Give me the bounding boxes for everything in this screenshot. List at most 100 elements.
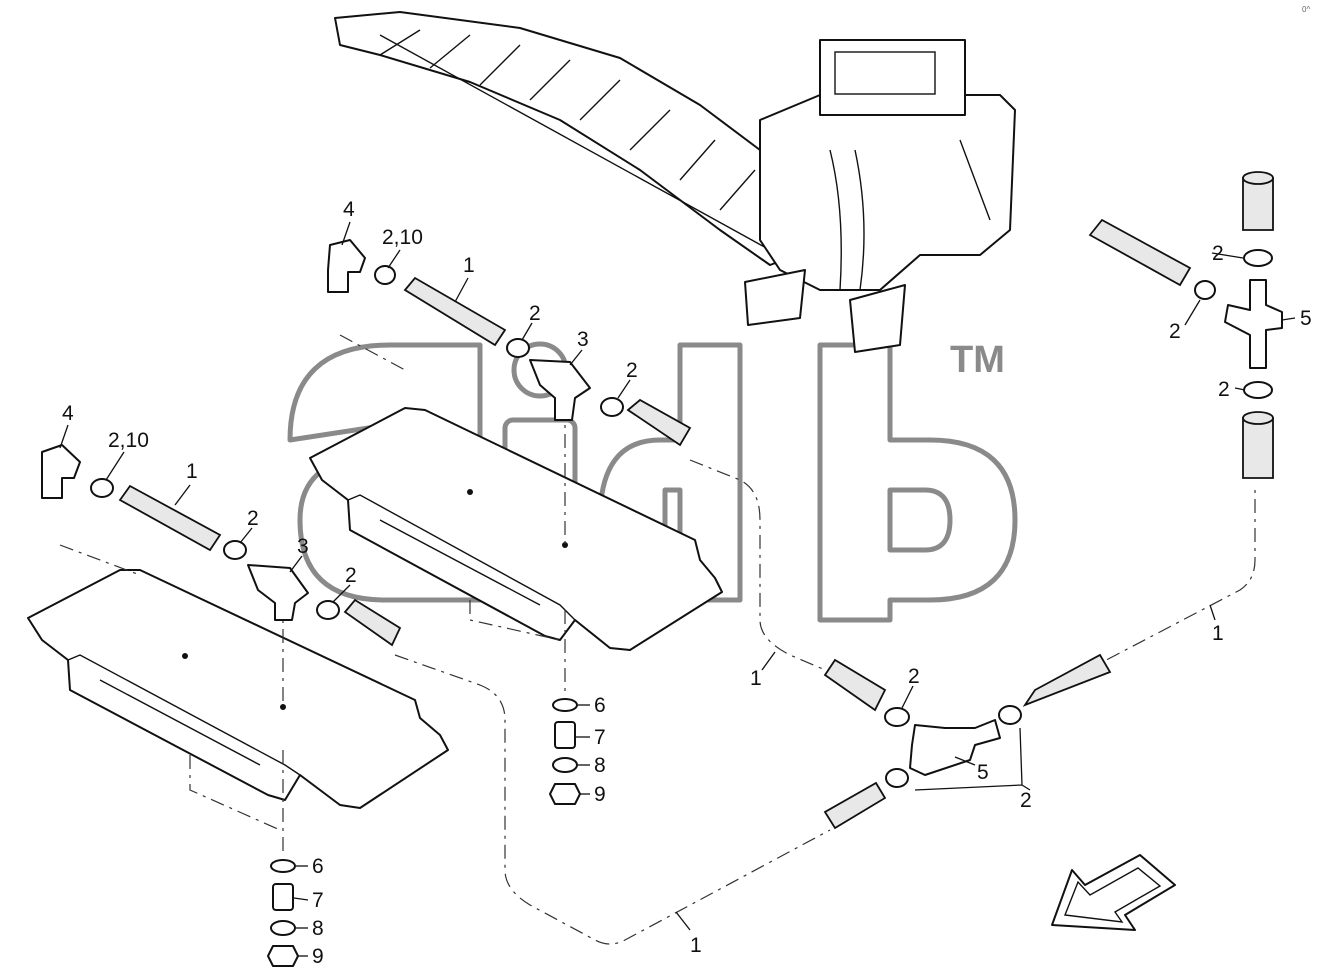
callout-upper-elbow-small: 3 — [577, 328, 589, 351]
nut-upper — [549, 783, 581, 805]
callout-bt-line-bottom: 1 — [690, 934, 702, 957]
tr-clamp-bottom — [1243, 381, 1273, 399]
hose-vertical-bottom — [1242, 417, 1274, 479]
callout-upper-hose: 1 — [463, 254, 475, 277]
watermark-trademark: TM — [950, 339, 1005, 381]
hose-upper — [403, 276, 507, 347]
leader-clamp-group — [914, 727, 1031, 791]
conveyor-truss — [379, 29, 771, 251]
callout-lower-hose: 1 — [186, 460, 198, 483]
washer-lower — [270, 859, 296, 873]
fitting-group-upper — [327, 239, 692, 447]
hose-tee-right — [1022, 653, 1112, 707]
direction-arrow-icon — [1051, 854, 1176, 931]
plate-lower-hole-2 — [280, 704, 286, 710]
nut-lower — [267, 945, 299, 967]
plate-upper-hole-1 — [467, 489, 473, 495]
track-front — [744, 269, 806, 326]
watermark-letter-p — [817, 342, 1018, 623]
callout-upper-clamp-a: 2 — [529, 302, 541, 325]
callout-hw-upper-bolt: 7 — [594, 726, 606, 749]
elbow-small-upper — [529, 359, 591, 421]
callout-lower-clamp-double: 2,10 — [108, 429, 149, 452]
elbow-fitting-lower — [41, 444, 81, 499]
milling-machine — [334, 11, 1016, 353]
callout-upper-clamp-double: 2,10 — [382, 226, 423, 249]
hose-lower-stub — [343, 598, 402, 647]
plate-lower-hole-1 — [182, 653, 188, 659]
hose-tee-left — [823, 658, 887, 712]
line-route-left-loop — [394, 654, 831, 945]
hose-vertical-top — [1242, 177, 1274, 231]
callout-tr-tee: 5 — [1300, 307, 1312, 330]
hardware-stack-upper — [549, 698, 581, 805]
cover-plate-upper-fold — [347, 494, 576, 621]
bolt-lower — [272, 883, 294, 911]
lock-washer-upper — [552, 757, 578, 773]
callout-bt-clamp-top: 2 — [908, 665, 920, 688]
fitting-group-lower — [41, 444, 402, 647]
callout-hw-upper-washer: 6 — [594, 694, 606, 717]
tr-clamp-left — [1194, 280, 1216, 300]
callout-hw-upper-nut: 9 — [594, 783, 606, 806]
cover-plate-upper-outline — [309, 407, 723, 651]
tee-fitting-bottom — [909, 719, 1001, 776]
hardware-stack-lower — [267, 859, 299, 967]
callout-hw-upper-lock: 8 — [594, 754, 606, 777]
callout-bt-tee: 5 — [977, 761, 989, 784]
tee-group-bottom — [823, 653, 1112, 830]
callout-lower-clamp-a: 2 — [247, 507, 259, 530]
elbow-fitting-upper — [327, 239, 366, 293]
tr-clamp-top — [1243, 249, 1273, 267]
callout-lower-clamp-b: 2 — [345, 564, 357, 587]
callout-hw-lower-nut: 9 — [312, 945, 324, 968]
clamp-upper-b — [600, 397, 624, 417]
callout-labels: 4 2,10 1 2 3 2 4 2,10 1 2 3 2 2 2 5 2 1 … — [62, 198, 1312, 968]
line-route-main — [689, 459, 831, 673]
clamp-lower-b — [316, 600, 340, 620]
callout-bt-line-right: 1 — [1212, 622, 1224, 645]
assembly-lines — [59, 334, 1256, 945]
clamp-double-upper — [374, 265, 396, 285]
line-plate-lower-edge — [59, 544, 281, 831]
machine-chassis — [759, 94, 1016, 291]
hose-vertical-top-end — [1242, 171, 1274, 185]
callout-tr-clamp-top: 2 — [1212, 242, 1224, 265]
clamp-upper-a — [506, 338, 530, 358]
leader-lines — [59, 221, 1296, 957]
callout-bt-line-left: 1 — [750, 667, 762, 690]
callout-bt-clamp-group: 2 — [1020, 789, 1032, 812]
bt-clamp-top — [884, 707, 910, 727]
hose-vertical-bottom-end — [1242, 411, 1274, 425]
track-rear — [849, 284, 906, 353]
callout-tr-clamp-left: 2 — [1169, 320, 1181, 343]
callout-upper-elbow: 4 — [343, 198, 355, 221]
hose-lower — [118, 484, 222, 552]
washer-upper — [552, 698, 578, 712]
callout-hw-lower-bolt: 7 — [312, 889, 324, 912]
tee-group-top-right — [1088, 171, 1283, 479]
bt-clamp-right — [998, 705, 1022, 725]
operator-cab — [819, 39, 966, 116]
callout-lower-elbow: 4 — [62, 402, 74, 425]
callout-upper-clamp-b: 2 — [626, 359, 638, 382]
bt-clamp-bottom — [885, 768, 909, 788]
elbow-small-lower — [247, 564, 309, 621]
plate-upper-hole-2 — [562, 542, 568, 548]
hose-horizontal-left — [1088, 218, 1192, 287]
cab-window — [834, 51, 936, 95]
callout-hw-lower-lock: 8 — [312, 917, 324, 940]
callout-tr-clamp-bottom: 2 — [1218, 378, 1230, 401]
line-plate-upper-edge — [339, 334, 561, 641]
callout-hw-lower-washer: 6 — [312, 855, 324, 878]
cover-plate-lower — [27, 569, 449, 809]
hose-tee-bottom — [823, 781, 887, 830]
lock-washer-lower — [270, 920, 296, 936]
cover-plate-upper — [309, 407, 723, 651]
clamp-lower-a — [223, 540, 247, 560]
direction-arrow-inner — [1064, 867, 1162, 923]
line-route-right — [1029, 490, 1256, 701]
corner-code: 0^ — [1302, 5, 1310, 14]
hose-upper-stub — [626, 398, 692, 447]
